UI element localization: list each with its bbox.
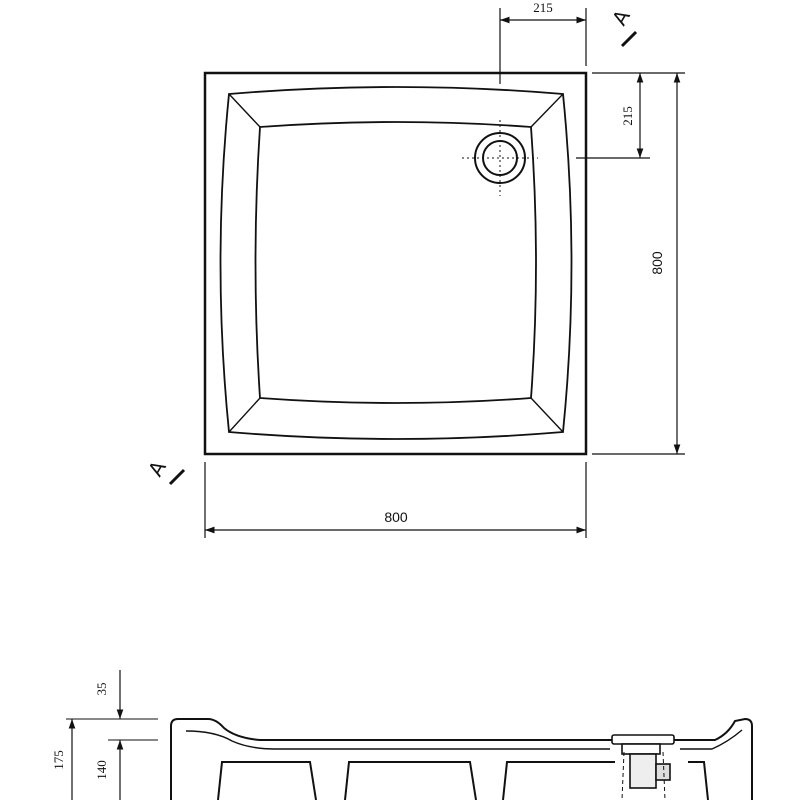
support-feet xyxy=(217,761,709,800)
extension-lines xyxy=(204,8,685,538)
section-mark-line-bottom xyxy=(168,468,186,486)
tray-section-profile xyxy=(170,717,753,800)
plan-view xyxy=(168,8,685,538)
section-view-labels: 35 175 140 xyxy=(51,683,109,780)
dim-label-drain-y: 215 xyxy=(620,106,635,126)
tray-rim-outer xyxy=(219,86,573,440)
dim-label-drain-x: 215 xyxy=(533,0,553,15)
section-label-top: A xyxy=(607,5,635,29)
drain-trap-icon xyxy=(611,734,675,800)
dim-label-total-height: 175 xyxy=(51,750,66,770)
section-extension-lines xyxy=(66,718,158,741)
tray-surface-line xyxy=(185,730,610,750)
section-view xyxy=(66,670,753,800)
plan-view-labels: 215 215 800 800 A A xyxy=(143,0,665,525)
section-mark-line-top xyxy=(620,30,638,48)
bevel-corner-lines xyxy=(228,93,564,433)
dim-label-height: 800 xyxy=(649,251,665,275)
tray-outline xyxy=(203,71,588,456)
section-label-bottom: A xyxy=(143,456,171,480)
drain-icon xyxy=(462,120,538,196)
dim-label-rim-depth: 35 xyxy=(94,683,109,696)
tray-rim-right-line xyxy=(680,729,743,750)
dim-label-base-height: 140 xyxy=(94,760,109,780)
dim-label-width: 800 xyxy=(384,509,408,525)
